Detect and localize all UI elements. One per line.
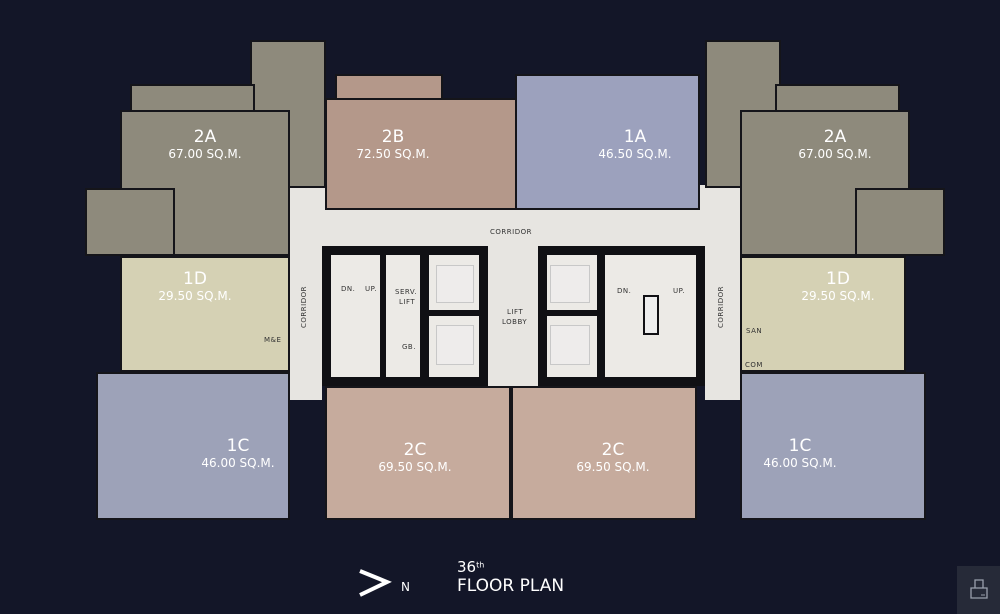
unit-1d-right[interactable] xyxy=(740,256,906,372)
lift-lobby-label: LOBBY xyxy=(502,318,528,326)
lift-car xyxy=(436,265,474,303)
san-label: SAN xyxy=(746,327,763,335)
corridor-right xyxy=(705,185,741,400)
stair-up-label: UP. xyxy=(673,287,685,295)
lift-car xyxy=(550,265,590,303)
floor-number: 36th xyxy=(457,558,485,576)
lift-lobby-label: LIFT xyxy=(507,308,524,316)
lift-car xyxy=(550,325,590,365)
com-label: COM xyxy=(745,361,763,369)
gb-label: GB. xyxy=(402,343,416,351)
plan-legend: N 36th FLOOR PLAN xyxy=(359,558,565,597)
serv-lift-label: SERV. xyxy=(395,288,417,296)
unit-1c-right[interactable] xyxy=(740,372,926,520)
stair-dn-label: DN. xyxy=(617,287,632,295)
lift-lobby xyxy=(488,245,538,407)
serv-lift-label: LIFT xyxy=(399,298,416,306)
north-label: N xyxy=(401,580,410,594)
north-arrow-icon xyxy=(359,569,392,597)
floor-plan-title: FLOOR PLAN xyxy=(457,576,565,596)
corridor-left xyxy=(288,185,322,400)
unit-2c-left[interactable] xyxy=(325,386,511,520)
corridor-label: CORRIDOR xyxy=(299,286,308,328)
corridor-label: CORRIDOR xyxy=(716,286,725,328)
unit-1a[interactable] xyxy=(515,74,700,210)
unit-1d-left[interactable] xyxy=(120,256,290,372)
me-label: M&E xyxy=(264,336,282,344)
corridor-label: CORRIDOR xyxy=(490,228,532,236)
stair-dn-label: DN. xyxy=(341,285,356,293)
unit-1c-left[interactable] xyxy=(96,372,290,520)
lift-car xyxy=(436,325,474,365)
print-icon xyxy=(969,579,988,599)
stair-up-label: UP. xyxy=(365,285,377,293)
unit-2c-right[interactable] xyxy=(511,386,697,520)
print-button[interactable] xyxy=(957,566,1000,614)
